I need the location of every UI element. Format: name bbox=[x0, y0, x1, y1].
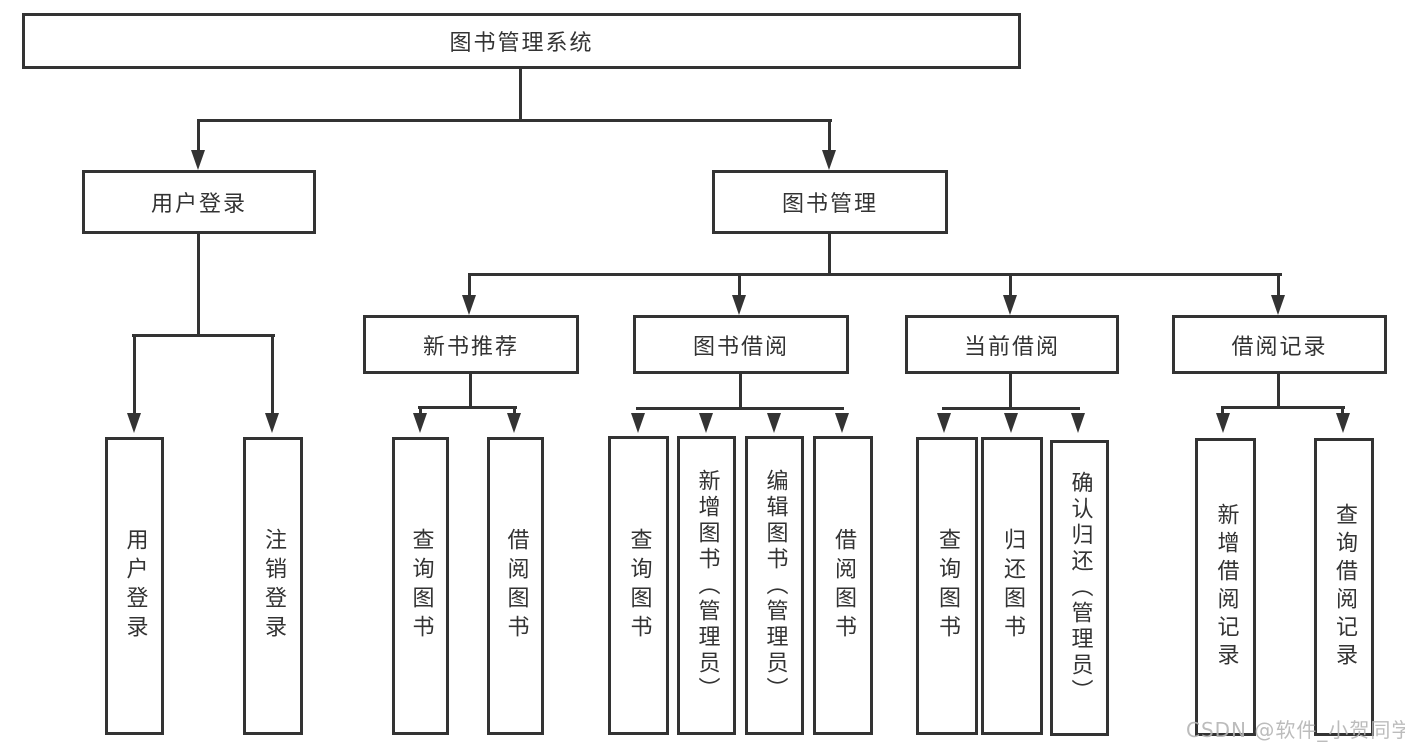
leaf-borrow-books-recommend-label: 借阅图书 bbox=[503, 528, 529, 644]
connector-drop-leaf bbox=[419, 406, 422, 416]
arrow-down-icon bbox=[835, 413, 849, 433]
connector-drop-records bbox=[1277, 273, 1280, 297]
arrow-down-icon bbox=[767, 413, 781, 433]
connector-drop-leaf bbox=[513, 406, 516, 416]
connector-new-books-rail bbox=[418, 406, 517, 409]
arrow-down-icon bbox=[127, 413, 141, 433]
node-root: 图书管理系统 bbox=[22, 13, 1021, 69]
arrow-down-icon bbox=[1216, 413, 1230, 433]
connector-drop-book-mgmt bbox=[828, 119, 831, 152]
connector-new-books-stem bbox=[469, 374, 472, 407]
arrow-down-icon bbox=[699, 413, 713, 433]
leaf-return-books: 归还图书 bbox=[981, 437, 1043, 735]
leaf-borrow-books-borrowing: 借阅图书 bbox=[813, 436, 873, 735]
node-current-borrow-label: 当前借阅 bbox=[963, 334, 1060, 360]
connector-records-rail bbox=[1221, 406, 1345, 409]
leaf-query-books-borrowing: 查询图书 bbox=[608, 436, 669, 735]
node-root-label: 图书管理系统 bbox=[449, 31, 594, 56]
node-current-borrow: 当前借阅 bbox=[905, 315, 1119, 374]
connector-level3-rail bbox=[468, 273, 1282, 276]
node-book-mgmt: 图书管理 bbox=[712, 170, 948, 234]
arrow-down-icon bbox=[937, 413, 951, 433]
node-new-book-recommend-label: 新书推荐 bbox=[422, 334, 519, 360]
arrow-down-icon bbox=[413, 413, 427, 433]
leaf-query-books-current-label: 查询图书 bbox=[935, 528, 960, 644]
leaf-user-login-label: 用户登录 bbox=[122, 528, 148, 644]
connector-drop-current bbox=[1009, 273, 1012, 297]
connector-drop-leaf bbox=[1221, 406, 1224, 416]
node-book-borrow-label: 图书借阅 bbox=[692, 334, 789, 360]
arrow-down-icon bbox=[732, 295, 746, 315]
arrow-down-icon bbox=[265, 413, 279, 433]
leaf-confirm-return-admin-label: 确认归还（管理员） bbox=[1067, 471, 1093, 705]
arrow-down-icon bbox=[507, 413, 521, 433]
leaf-query-borrow-record-label: 查询借阅记录 bbox=[1332, 503, 1357, 671]
leaf-query-books-recommend-label: 查询图书 bbox=[408, 528, 434, 644]
arrow-down-icon bbox=[191, 150, 205, 170]
watermark: CSDN @软件_小贺同学 bbox=[1186, 718, 1405, 742]
leaf-add-borrow-record: 新增借阅记录 bbox=[1195, 438, 1256, 736]
connector-drop-leaf bbox=[133, 334, 136, 414]
connector-current-rail bbox=[942, 407, 1080, 410]
leaf-edit-books-admin-label: 编辑图书（管理员） bbox=[762, 468, 788, 703]
arrow-down-icon bbox=[1071, 413, 1085, 433]
leaf-add-borrow-record-label: 新增借阅记录 bbox=[1213, 503, 1239, 671]
leaf-edit-books-admin: 编辑图书（管理员） bbox=[745, 436, 804, 735]
node-book-borrow: 图书借阅 bbox=[633, 315, 849, 374]
node-borrow-records: 借阅记录 bbox=[1172, 315, 1387, 374]
node-user-login-label: 用户登录 bbox=[150, 192, 247, 217]
leaf-return-books-label: 归还图书 bbox=[1000, 528, 1025, 644]
leaf-logout: 注销登录 bbox=[243, 437, 303, 735]
connector-user-login-stem bbox=[197, 234, 200, 334]
arrow-down-icon bbox=[631, 413, 645, 433]
node-user-login: 用户登录 bbox=[82, 170, 316, 234]
arrow-down-icon bbox=[1336, 413, 1350, 433]
connector-level2-rail bbox=[197, 119, 832, 122]
node-book-mgmt-label: 图书管理 bbox=[781, 192, 878, 217]
connector-user-login-rail bbox=[132, 334, 275, 337]
leaf-add-books-admin: 新增图书（管理员） bbox=[677, 436, 736, 735]
connector-current-stem bbox=[1009, 374, 1012, 408]
connector-drop-leaf bbox=[271, 334, 274, 414]
connector-book-mgmt-stem bbox=[828, 234, 831, 274]
connector-borrowing-stem bbox=[739, 374, 742, 409]
connector-drop-leaf bbox=[1341, 406, 1344, 416]
leaf-borrow-books-recommend: 借阅图书 bbox=[487, 437, 544, 735]
leaf-add-books-admin-label: 新增图书（管理员） bbox=[694, 468, 720, 703]
connector-records-stem bbox=[1277, 374, 1280, 407]
connector-root-stem bbox=[519, 68, 522, 120]
leaf-logout-label: 注销登录 bbox=[261, 528, 286, 644]
arrow-down-icon bbox=[822, 150, 836, 170]
arrow-down-icon bbox=[462, 295, 476, 315]
leaf-query-books-recommend: 查询图书 bbox=[392, 437, 449, 735]
arrow-down-icon bbox=[1004, 413, 1018, 433]
connector-borrowing-rail bbox=[636, 407, 844, 410]
leaf-confirm-return-admin: 确认归还（管理员） bbox=[1050, 440, 1109, 736]
arrow-down-icon bbox=[1271, 295, 1285, 315]
node-new-book-recommend: 新书推荐 bbox=[363, 315, 579, 374]
node-borrow-records-label: 借阅记录 bbox=[1231, 334, 1328, 360]
leaf-query-books-current: 查询图书 bbox=[916, 437, 978, 735]
arrow-down-icon bbox=[1003, 295, 1017, 315]
leaf-user-login: 用户登录 bbox=[105, 437, 164, 735]
leaf-query-books-borrowing-label: 查询图书 bbox=[626, 527, 652, 644]
connector-drop-new-books bbox=[468, 273, 471, 297]
leaf-borrow-books-borrowing-label: 借阅图书 bbox=[831, 527, 856, 644]
leaf-query-borrow-record: 查询借阅记录 bbox=[1314, 438, 1374, 736]
connector-drop-borrowing bbox=[738, 273, 741, 297]
connector-drop-user-login bbox=[197, 119, 200, 152]
